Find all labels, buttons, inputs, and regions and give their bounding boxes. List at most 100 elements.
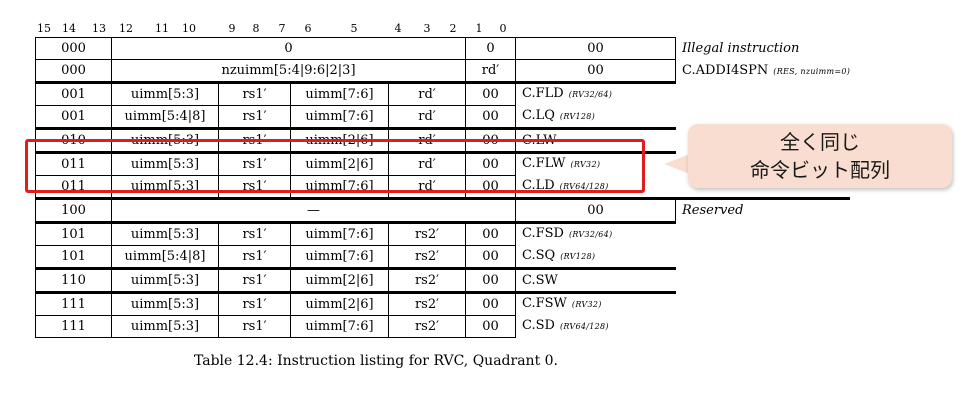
rd-cell: rd′: [388, 81, 466, 106]
instruction-label: C.ADDI4SPN: [682, 62, 769, 78]
funct3-cell: 111: [35, 291, 112, 316]
bit-label: 2: [449, 22, 457, 35]
funct3-cell: 111: [35, 315, 112, 338]
imm2-cell: uimm[7:6]: [290, 105, 389, 129]
instruction-name: C.FLD (RV32/64): [515, 81, 676, 106]
instruction-note: (RV128): [559, 111, 596, 121]
rd-cell: rd′: [388, 175, 466, 199]
table-row: 000 0 0 00 Illegal instruction: [35, 37, 851, 60]
table-row: 110 uimm[5:3] rs1′ uimm[2|6] rs2′ 00 C.S…: [35, 267, 851, 293]
table-row: 100 — 00 Reserved: [35, 197, 851, 223]
rd-cell: rd′: [465, 59, 516, 83]
instruction-note: (RV32): [571, 300, 602, 310]
rs2-cell: rs2′: [388, 291, 466, 316]
opcode-cell: 00: [465, 267, 516, 293]
table-row: 001 uimm[5:3] rs1′ uimm[7:6] rd′ 00 C.FL…: [35, 81, 851, 106]
table-row: 111 uimm[5:3] rs1′ uimm[7:6] rs2′ 00 C.S…: [35, 315, 851, 338]
instruction-name: C.ADDI4SPN(RES, nzuimm=0): [676, 60, 851, 83]
caption-text: Table 12.4: Instruction listing for RVC,…: [194, 353, 558, 369]
funct3-cell: 101: [35, 221, 112, 246]
imm-cell: uimm[5:3]: [111, 315, 219, 338]
rs1-cell: rs1′: [218, 267, 291, 293]
bit-label: 6: [304, 22, 312, 35]
callout-pointer: [664, 154, 690, 174]
bit-label: 10: [182, 22, 196, 35]
immediate-cell: 0: [111, 37, 466, 60]
opcode-cell: 00: [515, 59, 676, 83]
bit-label: 11: [155, 22, 169, 35]
instruction-label: C.FLD: [522, 86, 564, 102]
rs2-cell: rs2′: [388, 267, 466, 293]
instruction-note: (RV32/64): [568, 90, 613, 100]
funct3-cell: 001: [35, 81, 112, 106]
reserved-cell: —: [111, 197, 516, 223]
imm-cell: uimm[5:3]: [111, 291, 219, 316]
funct3-cell: 000: [35, 37, 112, 60]
opcode-cell: 00: [515, 37, 676, 60]
imm-cell: uimm[5:3]: [111, 221, 219, 246]
imm2-cell: uimm[2|6]: [290, 291, 389, 316]
rs1-cell: rs1′: [218, 81, 291, 106]
highlight-box: [25, 139, 645, 193]
table-row: 001 uimm[5:4|8] rs1′ uimm[7:6] rd′ 00 C.…: [35, 105, 851, 129]
instruction-name: C.FSW(RV32): [515, 291, 676, 316]
rs1-cell: rs1′: [218, 105, 291, 129]
instruction-label: C.LQ: [522, 107, 555, 123]
instruction-note: (RV64/128): [559, 322, 609, 331]
bit-index-header: 15 14 13 12 11 10 9 8 7 6 5 4 3 2 1 0: [0, 22, 520, 36]
imm2-cell: uimm[7:6]: [290, 81, 389, 106]
instruction-label: C.SD: [522, 318, 555, 333]
imm2-cell: uimm[7:6]: [290, 221, 389, 246]
funct3-cell: 100: [35, 197, 112, 223]
bit-label: 15: [37, 22, 51, 35]
instruction-note: (RV32/64): [568, 230, 613, 240]
immediate-cell: nzuimm[5:4|9:6|2|3]: [111, 59, 466, 83]
imm-cell: uimm[5:3]: [111, 267, 219, 293]
table-caption: Table 12.4: Instruction listing for RVC,…: [0, 353, 960, 369]
opcode-cell: 00: [465, 175, 516, 199]
funct3-cell: 000: [35, 59, 112, 83]
instruction-note: (RV128): [560, 251, 596, 261]
imm-cell: uimm[5:3]: [111, 81, 219, 106]
bit-label: 9: [228, 22, 236, 35]
opcode-cell: 00: [465, 105, 516, 129]
callout-line1: 全く同じ: [780, 130, 860, 154]
rd-cell: rd′: [388, 151, 466, 176]
instruction-label: C.SW: [522, 272, 558, 288]
bit-label: 0: [499, 22, 507, 35]
imm-cell: uimm[5:4|8]: [111, 105, 219, 129]
opcode-cell: 00: [515, 197, 676, 223]
table-row: 000 nzuimm[5:4|9:6|2|3] rd′ 00 C.ADDI4SP…: [35, 59, 851, 83]
bit-label: 3: [423, 22, 431, 35]
opcode-cell: 00: [465, 245, 516, 269]
funct3-cell: 101: [35, 245, 112, 269]
imm2-cell: uimm[7:6]: [290, 315, 389, 338]
bit-label: 1: [475, 22, 483, 35]
opcode-cell: 00: [465, 81, 516, 106]
imm2-cell: uimm[2|6]: [290, 267, 389, 293]
instruction-name: C.LQ (RV128): [516, 106, 676, 129]
bit-label: 13: [92, 22, 106, 35]
rd-cell: 0: [465, 37, 516, 60]
imm2-cell: uimm[7:6]: [290, 175, 389, 199]
table-row: 101 uimm[5:4|8] rs1′ uimm[7:6] rs2′ 00 C…: [35, 245, 851, 269]
table-row: 101 uimm[5:3] rs1′ uimm[7:6] rs2′ 00 C.F…: [35, 221, 851, 246]
bit-label: 12: [119, 22, 133, 35]
bit-label: 7: [278, 22, 286, 35]
opcode-cell: 00: [465, 151, 516, 176]
rs1-cell: rs1′: [218, 291, 291, 316]
instruction-name: Illegal instruction: [676, 38, 851, 60]
bit-label: 5: [350, 22, 358, 35]
instruction-name: C.LD(RV64/128): [516, 176, 676, 199]
funct3-cell: 011: [35, 151, 112, 176]
opcode-cell: 00: [465, 291, 516, 316]
bit-label: 8: [252, 22, 260, 35]
table-row: 111 uimm[5:3] rs1′ uimm[2|6] rs2′ 00 C.F…: [35, 291, 851, 316]
instruction-label: C.SQ: [522, 247, 556, 263]
instruction-name: C.SQ (RV128): [516, 246, 676, 269]
instruction-name: C.FSD(RV32/64): [515, 221, 676, 246]
instruction-name: C.SW: [515, 267, 676, 293]
instruction-label: C.LD: [522, 177, 555, 193]
rs2-cell: rs2′: [388, 245, 466, 269]
instruction-name: C.SD (RV64/128): [516, 316, 676, 338]
